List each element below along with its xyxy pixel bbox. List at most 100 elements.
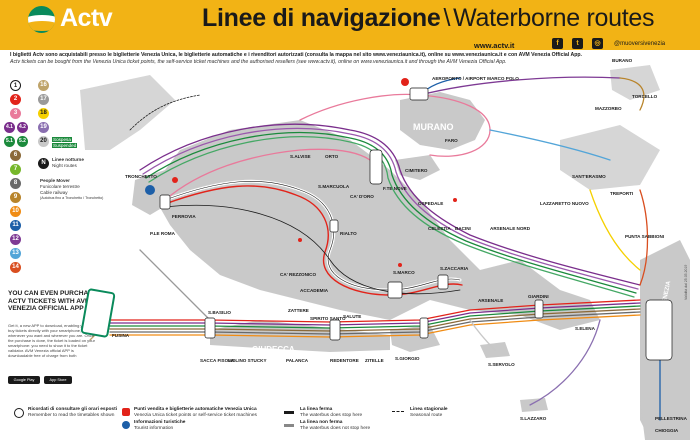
stop-label: S.BASILIO [208,310,231,315]
ticket-point-icon [398,263,402,267]
seasonal-line-icon [392,411,404,412]
venice-island [150,120,600,330]
sant-erasmo-island [560,125,660,190]
line-badge[interactable]: 18 [38,108,49,119]
facebook-icon[interactable]: f [552,38,563,49]
promo-title: YOU CAN EVEN PURCHASE ACTV TICKETS WITH … [8,290,98,313]
line-badge[interactable]: 7 [10,164,21,175]
stop-label: S.ALVISE [290,154,311,159]
ticket-point-icon [172,177,178,183]
stop-label: LAZZARETTO NUOVO [540,201,589,206]
actv-logo-icon[interactable] [28,6,55,33]
route-3-murano [299,93,491,157]
route-n [164,204,461,295]
stop-label: ARSENALE [478,298,503,303]
info-english: Actv tickets can be bought from the Vene… [10,59,507,65]
stop-label: FERROVIA [172,214,196,219]
stop-markers[interactable] [145,78,673,361]
stop-label: CA' REZZONICO [280,272,316,277]
line-badge[interactable]: 13 [10,248,21,259]
stop-label: S.ELENA [575,326,596,331]
line-legend: 1 2 3 4.1 4.2 5.1 5.2 6 7 8 9 10 11 12 1… [0,70,103,370]
stop-label: CHIOGGIA [655,428,679,433]
route-12-north [419,76,621,96]
line-badge[interactable]: 9 [10,192,21,203]
header: Actv Linee di navigazione\Waterborne rou… [0,0,700,40]
stop-san-marco-marker [387,281,403,299]
stop-label: ARSENALE NORD [490,226,531,231]
line-badge[interactable]: 1 [10,80,21,91]
pellestrina-island [640,395,672,440]
line-badge[interactable]: 5.2 [17,136,28,147]
line-badge[interactable]: 2 [10,94,21,105]
bus-terminal-icon [145,185,155,195]
social-handle[interactable]: @muoversivenezia [614,41,666,47]
line-badge[interactable]: N [38,158,49,169]
stop-salute-marker [329,319,341,341]
stop-murano-marker [409,87,429,101]
stop-rialto-marker [329,219,339,233]
twitter-icon[interactable]: t [572,38,583,49]
stop-giardini-marker [534,299,544,319]
map-key: Ricordati di consultare gli orari espost… [0,402,700,442]
route-1-outline [164,181,461,291]
line-badge[interactable]: 17 [38,94,49,105]
line-badge[interactable]: 11 [10,220,21,231]
stop-label: S.SERVOLO [488,362,515,367]
bus-label: (Autobus fino a Tronchetto / Tronchetto) [40,196,104,200]
line-badge[interactable]: 3 [10,108,21,119]
ticket-icon [122,408,130,416]
info-strip [0,40,700,50]
stop-line-icon [284,411,294,414]
validity-date: Validità dal 25.05.2019 [684,264,688,300]
line-badge[interactable]: 19 [38,122,49,133]
logo-text[interactable]: Actv [60,4,113,32]
key-timetables: Ricordati di consultare gli orari espost… [28,407,118,418]
route-20 [469,319,496,351]
line-badge[interactable]: 8 [10,178,21,189]
route-4-1 [139,123,641,286]
san-lazzaro-island [520,398,548,412]
stop-label: CA' D'ORO [350,194,374,199]
stop-label: SANT'ERASMO [572,174,606,179]
stop-label: AEROPORTO / AIRPORT MARCO POLO [432,76,519,81]
instagram-icon[interactable]: ◎ [592,38,603,49]
stop-label: PELLESTRINA [655,416,688,421]
title-english: Waterborne routes [453,4,655,32]
stop-label: GIARDINI [528,294,549,299]
stop-san-zaccaria-marker [437,274,449,290]
ticket-point-icon [453,198,457,202]
website-link[interactable]: www.actv.it [474,41,515,50]
murano-label: MURANO [413,122,454,132]
line-badge[interactable]: 12 [10,234,21,245]
line-badge[interactable]: 6 [10,150,21,161]
people-mover-label: People Mover [40,178,70,183]
app-store-button[interactable]: App Store [44,376,72,384]
stop-label: MAZZORBO [595,106,622,111]
stop-label: ZATTERE [288,308,309,313]
stop-label: ACCADEMIA [300,288,329,293]
google-play-button[interactable]: Google Play [8,376,40,384]
promo-body: Get it, a new APP to download, enabling … [8,323,95,358]
stop-label: MOLINO STUCKY [228,358,267,363]
line-badge[interactable]: 4.2 [17,122,28,133]
route-14 [639,189,649,286]
stop-san-giorgio-marker [419,317,429,339]
info-icon [122,421,130,429]
suspended-label: Sospesa [52,137,72,142]
line-badge[interactable]: 14 [10,262,21,273]
line-badge[interactable]: 20 [38,136,49,147]
line-badge[interactable]: 16 [38,80,49,91]
app-promo[interactable]: YOU CAN EVEN PURCHASE ACTV TICKETS WITH … [4,287,116,398]
line-badge[interactable]: 5.1 [4,136,15,147]
line-badge[interactable]: 10 [10,206,21,217]
line-badge[interactable]: 4.1 [4,122,15,133]
no-stop-line-icon [284,424,294,427]
route-seasonal [129,94,201,131]
stop-label: TORCELLO [632,94,658,99]
